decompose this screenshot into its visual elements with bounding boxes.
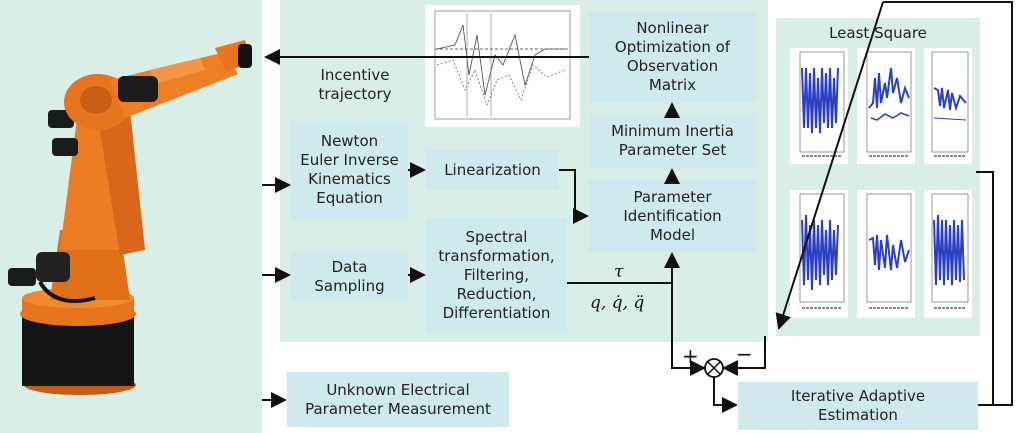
least-square-plot-5 [857,190,915,318]
spectral-label: Spectral transformation, Filtering, Redu… [438,228,555,322]
iterative-adaptive-box: Iterative Adaptive Estimation [738,382,978,430]
least-square-plot-2 [857,48,915,164]
incentive-trajectory-label: Incentive trajectory [318,66,392,103]
least-square-title: Least Square [829,24,927,42]
trajectory-plot-thumbnail [425,5,580,127]
data-sampling-label: Data Sampling [314,258,385,295]
newton-euler-box: Newton Euler Inverse Kinematics Equation [291,121,408,219]
nonlinear-optimization-label: Nonlinear Optimization of Observation Ma… [614,19,731,94]
q-variables: q, q̇, q̈ [590,293,645,313]
unknown-electrical-label: Unknown Electrical Parameter Measurement [305,380,491,418]
data-sampling-box: Data Sampling [291,253,408,301]
minimum-inertia-box: Minimum Inertia Parameter Set [589,113,756,168]
spectral-box: Spectral transformation, Filtering, Redu… [426,218,567,333]
least-square-plot-1 [790,48,848,164]
least-square-plot-4 [790,190,848,318]
parameter-identification-box: Parameter Identification Model [589,180,756,252]
linearization-box: Linearization [426,150,559,190]
linearization-label: Linearization [444,160,541,179]
least-square-plot-6 [924,190,972,318]
parameter-identification-label: Parameter Identification Model [623,187,722,244]
tau-symbol: τ [614,262,624,282]
unknown-electrical-box: Unknown Electrical Parameter Measurement [287,372,509,427]
newton-euler-label: Newton Euler Inverse Kinematics Equation [300,132,399,207]
nonlinear-optimization-box: Nonlinear Optimization of Observation Ma… [589,12,756,102]
iterative-adaptive-label: Iterative Adaptive Estimation [790,387,926,424]
industrial-robot-illustration [8,40,252,395]
minus-sign: − [736,342,753,366]
least-square-plot-3 [924,48,972,164]
minimum-inertia-label: Minimum Inertia Parameter Set [611,121,734,159]
